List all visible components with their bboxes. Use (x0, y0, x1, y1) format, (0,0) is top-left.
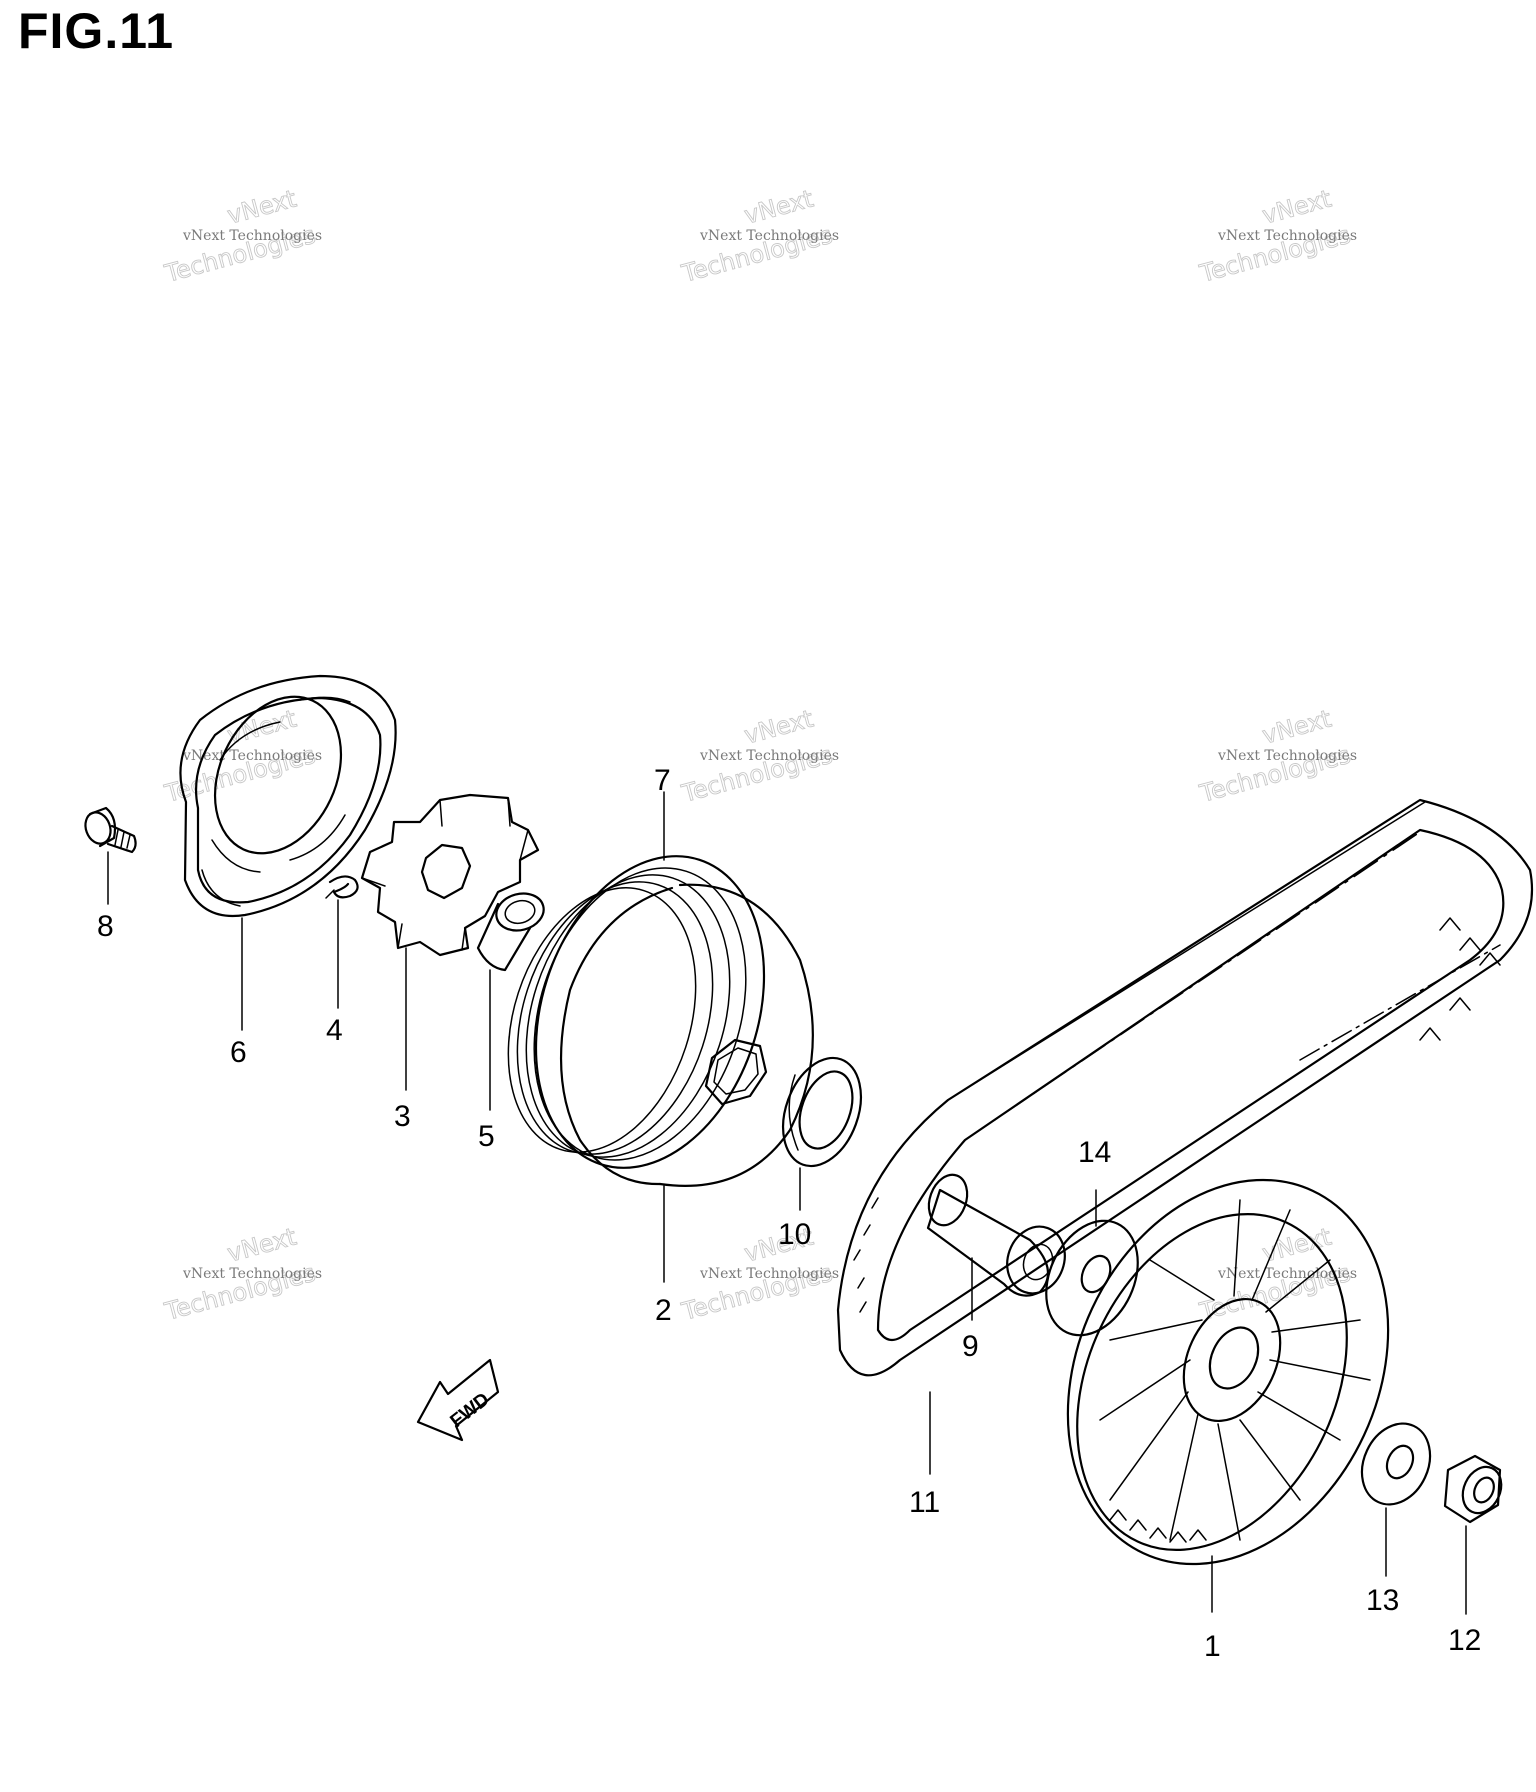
callout-13: 13 (1366, 1584, 1399, 1617)
svg-text:vNext: vNext (741, 705, 816, 750)
watermark: vNext Technologies vNext Technologies (678, 704, 839, 808)
watermark: vNext Technologies vNext Technologies (678, 1222, 839, 1326)
svg-text:vNext Technologies: vNext Technologies (699, 228, 839, 244)
svg-text:vNext Technologies: vNext Technologies (699, 1266, 839, 1282)
callout-2: 2 (655, 1294, 672, 1327)
callout-1: 1 (1204, 1630, 1221, 1663)
svg-text:vNext Technologies: vNext Technologies (182, 1266, 322, 1282)
watermark: vNext Technologies vNext Technologies (1196, 1222, 1357, 1326)
callout-labels: 1 2 3 4 5 6 7 8 9 10 11 12 13 14 (97, 764, 1481, 1663)
callout-8: 8 (97, 910, 114, 943)
watermark: vNext Technologies vNext Technologies (161, 184, 322, 288)
callout-14: 14 (1078, 1136, 1111, 1169)
part-1-fixed-drive-face (1066, 1178, 1390, 1566)
part-12-nut (1443, 1454, 1503, 1524)
svg-text:vNext: vNext (1259, 705, 1334, 750)
svg-text:vNext Technologies: vNext Technologies (1217, 228, 1357, 244)
callout-6: 6 (230, 1036, 247, 1069)
callout-4: 4 (326, 1014, 343, 1047)
part-13-washer (1360, 1422, 1432, 1506)
part-8-bolt (84, 806, 137, 854)
svg-text:vNext Technologies: vNext Technologies (1217, 1266, 1357, 1282)
callout-3: 3 (394, 1100, 411, 1133)
figure-title: FIG.11 (18, 3, 175, 59)
callout-7: 7 (654, 764, 671, 797)
watermark: vNext Technologies vNext Technologies (161, 704, 322, 808)
callout-10: 10 (778, 1218, 811, 1251)
svg-text:vNext: vNext (1259, 185, 1334, 230)
svg-text:vNext Technologies: vNext Technologies (182, 228, 322, 244)
svg-text:vNext: vNext (224, 1223, 299, 1268)
callout-12: 12 (1448, 1624, 1481, 1657)
part-4-clip (325, 875, 359, 899)
watermark: vNext Technologies vNext Technologies (1196, 184, 1357, 288)
svg-text:vNext: vNext (224, 185, 299, 230)
part-11-drive-belt (836, 798, 1534, 1377)
part-10-oil-seal (782, 1056, 862, 1168)
part-6-cover-plate (179, 674, 397, 918)
watermark: vNext Technologies vNext Technologies (161, 1222, 322, 1326)
callout-9: 9 (962, 1330, 979, 1363)
svg-text:vNext Technologies: vNext Technologies (1217, 748, 1357, 764)
watermark: vNext Technologies vNext Technologies (678, 184, 839, 288)
callout-5: 5 (478, 1120, 495, 1153)
svg-text:vNext Technologies: vNext Technologies (699, 748, 839, 764)
svg-text:vNext Technologies: vNext Technologies (182, 748, 322, 764)
svg-text:vNext: vNext (741, 185, 816, 230)
part-3-ramp-plate (360, 793, 540, 957)
part-2-movable-drive-face (507, 855, 814, 1187)
part-9-collar (926, 1173, 1066, 1297)
fwd-direction-marker: FWD (416, 1358, 500, 1442)
callout-11: 11 (909, 1486, 940, 1519)
watermark: vNext Technologies vNext Technologies (1196, 704, 1357, 808)
leader-lines (107, 791, 1467, 1615)
part-5-slider (476, 892, 545, 972)
